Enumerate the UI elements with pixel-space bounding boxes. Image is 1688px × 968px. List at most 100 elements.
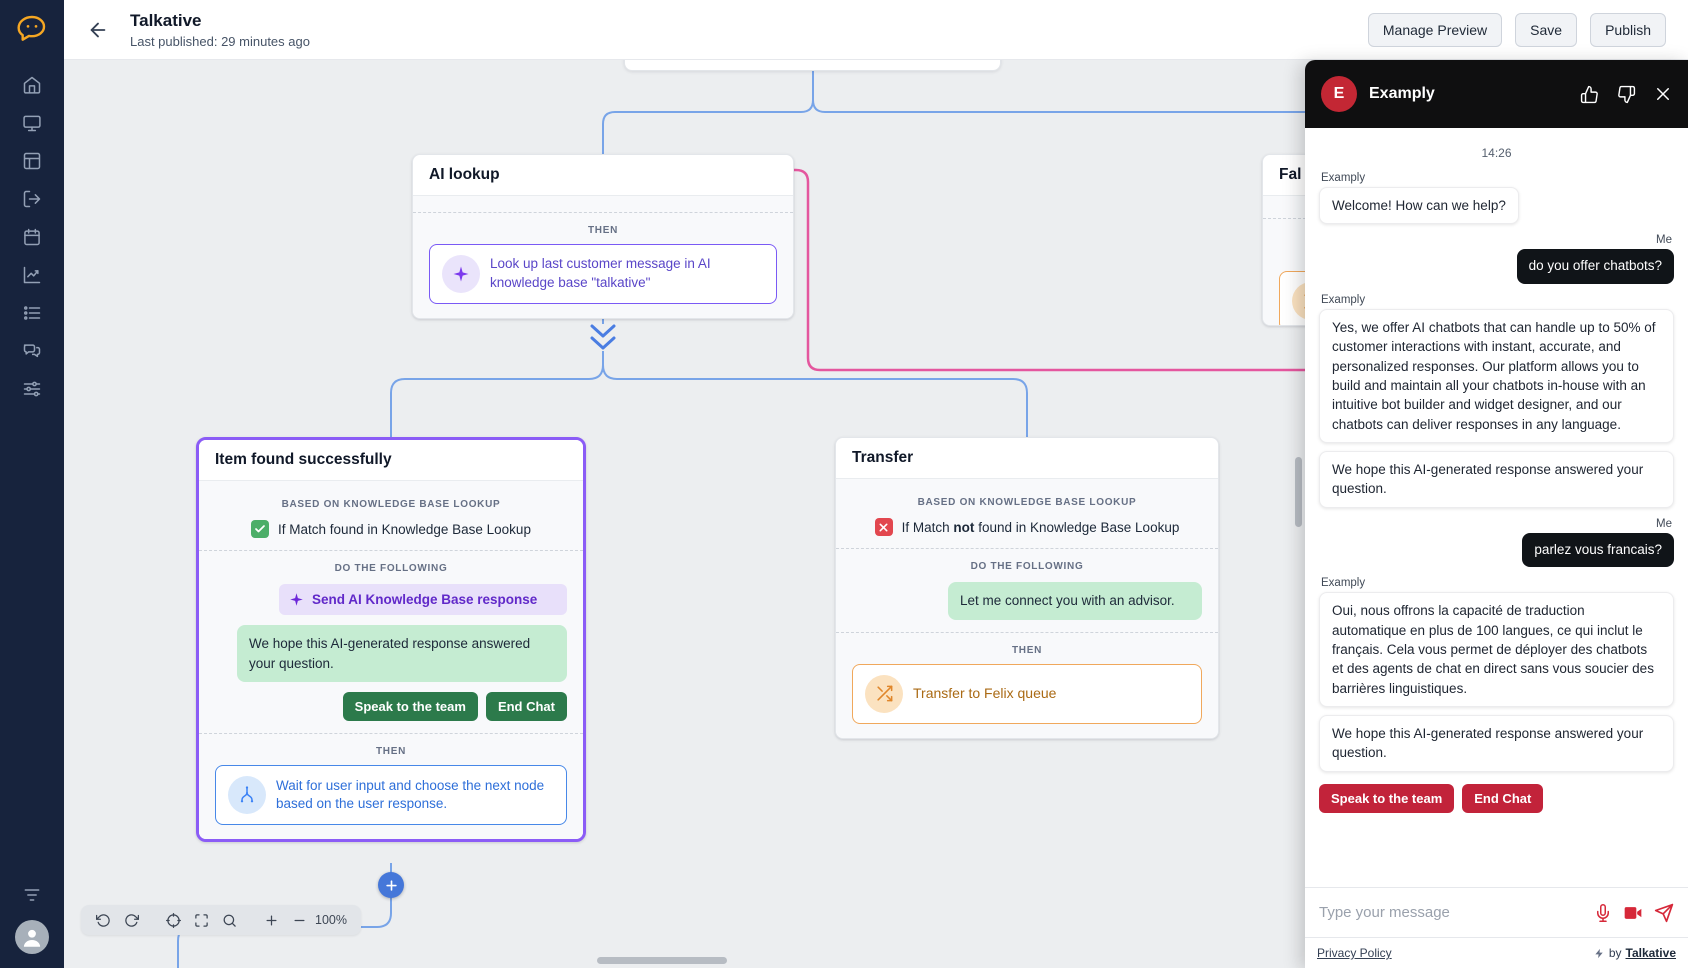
canvas-toolbar: 100% [81, 905, 361, 935]
node-ai-lookup[interactable]: AI lookup THEN Look up last customer mes… [412, 154, 794, 319]
zoom-out-button[interactable] [285, 905, 313, 935]
add-node-button[interactable] [378, 872, 404, 898]
speak-to-team-button[interactable]: Speak to the team [1319, 783, 1455, 813]
zoom-search-button[interactable] [215, 905, 243, 935]
chat-footer: Privacy Policy by Talkative [1305, 937, 1688, 968]
preview-message: We hope this AI-generated response answe… [237, 625, 567, 683]
fit-view-button[interactable] [187, 905, 215, 935]
plus-icon [385, 879, 397, 891]
sparkle-icon [290, 593, 303, 606]
transfer-queue-action[interactable]: Transfer to Felix queue [852, 663, 1202, 724]
chat-input-bar [1305, 887, 1688, 937]
talkative-logo-icon[interactable] [16, 13, 48, 50]
thumbs-up-icon [1580, 85, 1598, 103]
shuffle-icon [865, 674, 903, 713]
node-item-found[interactable]: Item found successfully BASED ON KNOWLED… [196, 437, 586, 843]
minus-icon [294, 919, 304, 921]
chat-agent-name: Examply [1369, 85, 1435, 102]
sidebar-item-bookings[interactable] [10, 218, 54, 256]
message-input[interactable] [1319, 904, 1583, 921]
top-header: Talkative Last published: 29 minutes ago… [64, 0, 1688, 60]
plus-icon [266, 915, 276, 925]
flow-connectors [177, 71, 1688, 968]
page-title: Talkative [130, 10, 202, 30]
publish-button[interactable]: Publish [1590, 12, 1666, 47]
ai-lookup-action[interactable]: Look up last customer message in AI know… [429, 244, 777, 304]
agent-avatar: E [1321, 76, 1357, 112]
sender-label: Examply [1321, 577, 1366, 590]
back-button[interactable] [80, 12, 116, 48]
send-kb-response-chip[interactable]: Send AI Knowledge Base response [279, 584, 567, 615]
close-chat-button[interactable] [1654, 85, 1672, 103]
based-on-label: BASED ON KNOWLEDGE BASE LOOKUP [917, 497, 1137, 508]
filter-lines-icon [24, 889, 40, 901]
horizontal-scrollbar[interactable] [597, 957, 727, 964]
check-icon [251, 520, 270, 538]
sparkle-icon [442, 255, 480, 293]
zoom-in-button[interactable] [257, 905, 285, 935]
magnifier-icon [223, 914, 236, 927]
branch-icon [228, 776, 266, 815]
sender-label: Examply [1321, 172, 1366, 184]
sidebar-item-home[interactable] [10, 66, 54, 104]
then-label: THEN [375, 746, 407, 758]
undo-icon [95, 913, 110, 927]
vertical-scrollbar[interactable] [1295, 457, 1302, 527]
sidebar-item-queues[interactable] [10, 294, 54, 332]
agent-message: We hope this AI-generated response answe… [1319, 450, 1674, 508]
condition-text: If Match found in Knowledge Base Lookup [278, 521, 531, 537]
wait-for-input-action[interactable]: Wait for user input and choose the next … [215, 765, 567, 826]
talkative-brand-link[interactable]: Talkative [1625, 946, 1676, 960]
center-view-button[interactable] [159, 905, 187, 935]
sidebar-item-settings[interactable] [10, 370, 54, 408]
user-message: do you offer chatbots? [1516, 249, 1674, 285]
undo-button[interactable] [89, 905, 117, 935]
node-partial-top[interactable] [624, 60, 1001, 71]
thumbs-up-button[interactable] [1580, 85, 1599, 104]
sidebar [0, 0, 64, 968]
chat-messages: 14:26 Examply Welcome! How can we help? … [1305, 128, 1688, 887]
node-title: AI lookup [413, 155, 793, 196]
close-icon [1657, 88, 1669, 100]
sidebar-item-filter[interactable] [10, 876, 54, 914]
sender-label: Examply [1321, 294, 1366, 307]
action-text: Wait for user input and choose the next … [276, 777, 545, 812]
video-call-button[interactable] [1623, 903, 1643, 923]
agent-message: Welcome! How can we help? [1319, 187, 1519, 225]
privacy-policy-link[interactable]: Privacy Policy [1317, 946, 1392, 960]
sidebar-item-outbound[interactable] [10, 180, 54, 218]
fit-screen-icon [194, 913, 208, 927]
agent-message: Oui, nous offrons la capacité de traduct… [1319, 592, 1674, 707]
zoom-level: 100% [315, 913, 347, 927]
sidebar-item-dashboard[interactable] [10, 142, 54, 180]
then-label: THEN [587, 225, 619, 236]
sidebar-item-sessions[interactable] [10, 104, 54, 142]
speak-to-team-button[interactable]: Speak to the team [342, 692, 478, 722]
manage-preview-button[interactable]: Manage Preview [1367, 12, 1503, 47]
arrow-left-icon [90, 22, 106, 37]
action-text: Look up last customer message in AI know… [490, 256, 711, 290]
node-transfer[interactable]: Transfer BASED ON KNOWLEDGE BASE LOOKUP … [835, 437, 1219, 739]
user-avatar[interactable] [15, 920, 49, 954]
chat-header: E Examply [1305, 60, 1688, 128]
thumbs-down-button[interactable] [1617, 85, 1636, 104]
send-button[interactable] [1654, 903, 1674, 923]
sidebar-item-chats[interactable] [10, 332, 54, 370]
chat-timestamp: 14:26 [1481, 146, 1512, 160]
sidebar-item-analytics[interactable] [10, 256, 54, 294]
then-label: THEN [1011, 644, 1043, 656]
mic-button[interactable] [1594, 903, 1612, 922]
chat-bubbles-icon [23, 344, 41, 358]
queue-list-icon [23, 306, 41, 320]
layout-icon [23, 152, 41, 170]
end-chat-button[interactable]: End Chat [1462, 783, 1544, 813]
redo-button[interactable] [117, 905, 145, 935]
home-icon [23, 76, 41, 94]
chevron-double-down-icon [590, 324, 616, 350]
save-button[interactable]: Save [1515, 12, 1578, 47]
chart-icon [23, 266, 41, 284]
last-published-text: Last published: 29 minutes ago [130, 33, 310, 49]
end-chat-button[interactable]: End Chat [485, 692, 567, 722]
do-following-label: DO THE FOLLOWING [334, 563, 448, 574]
